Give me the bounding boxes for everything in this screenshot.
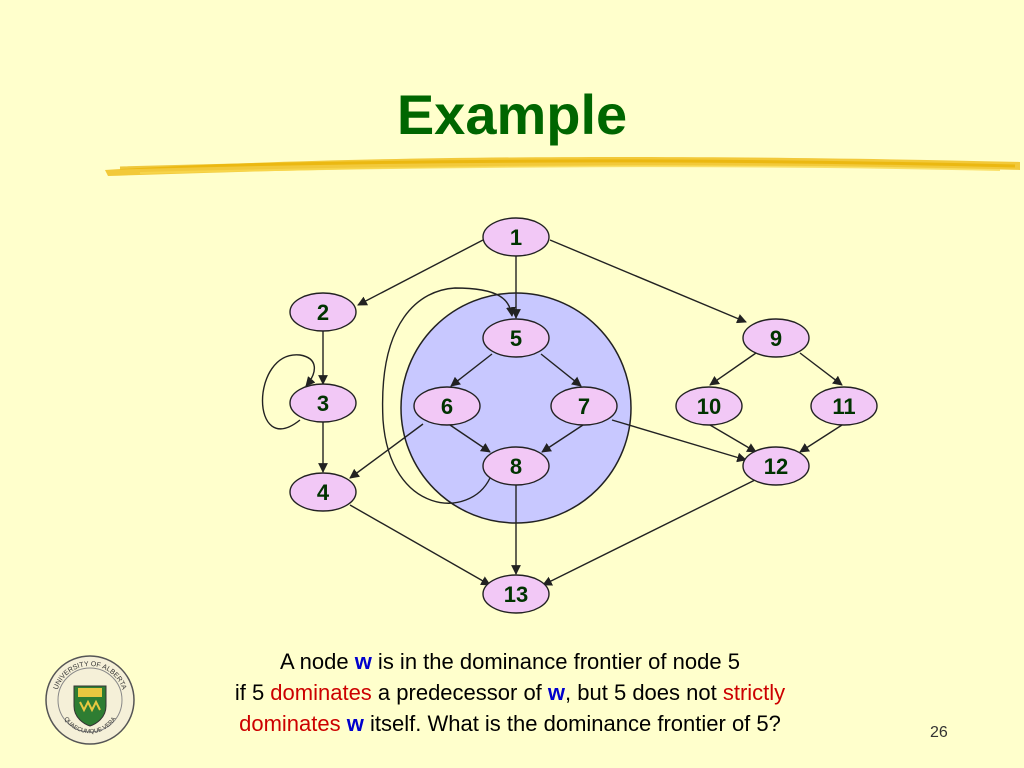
node-label: 9 (770, 326, 782, 351)
slide-title: Example (396, 83, 628, 146)
edge-11-12 (799, 424, 843, 453)
edge-7-12 (611, 419, 747, 463)
var-w: w (547, 680, 566, 705)
edge-1-2 (357, 239, 484, 306)
university-crest-icon: UNIVERSITY OF ALBERTA QUAECUMQUE VERA (45, 655, 135, 745)
caption-text: A node w is in the dominance frontier of… (130, 646, 890, 739)
node-1: 1 (482, 217, 550, 257)
edge-9-11 (799, 352, 843, 386)
node-10: 10 (675, 386, 743, 426)
title-underline-brushstroke (105, 156, 1020, 176)
node-label: 1 (510, 225, 522, 250)
edge-12-13 (542, 479, 756, 586)
page-number: 26 (930, 724, 948, 741)
node-2: 2 (289, 292, 357, 332)
emph-strictly: strictly (722, 680, 786, 705)
node-11: 11 (810, 386, 878, 426)
caption-line-2: if 5 dominates a predecessor of w, but 5… (234, 680, 786, 705)
node-8: 8 (482, 446, 550, 486)
node-label: 13 (504, 582, 528, 607)
edge-7-8 (541, 424, 584, 453)
node-7: 7 (550, 386, 618, 426)
node-12: 12 (742, 446, 810, 486)
edge-8-5-back-edge (381, 287, 516, 504)
edge-1-9 (549, 239, 747, 324)
node-label: 7 (578, 394, 590, 419)
node-label: 12 (764, 454, 788, 479)
edge-5-7 (540, 353, 582, 387)
node-label: 11 (832, 394, 855, 419)
edge-10-12 (709, 424, 757, 453)
node-3: 3 (289, 383, 357, 423)
node-9: 9 (742, 318, 810, 358)
edge-6-4 (349, 423, 424, 479)
graph-nodes: 1 2 3 4 5 6 7 8 (289, 217, 878, 614)
node-6: 6 (413, 386, 481, 426)
edge-5-6 (450, 353, 493, 387)
caption-line-3: dominates w itself. What is the dominanc… (239, 711, 781, 736)
flow-graph: 1 2 3 4 5 6 7 8 (261, 217, 878, 614)
edge-4-13 (349, 504, 491, 586)
edge-6-8 (449, 424, 491, 453)
node-label: 3 (317, 391, 329, 416)
emph-dominates: dominates (239, 711, 341, 736)
graph-edges (261, 239, 843, 586)
node-label: 4 (317, 480, 330, 505)
caption-line-1: A node w is in the dominance frontier of… (280, 649, 740, 674)
edge-9-10 (709, 352, 757, 386)
node-label: 6 (441, 394, 453, 419)
emph-dominates: dominates (270, 680, 372, 705)
node-5: 5 (482, 318, 550, 358)
edge-3-3-self-loop (261, 354, 316, 430)
node-13: 13 (482, 574, 550, 614)
node-label: 8 (510, 454, 522, 479)
node-label: 2 (317, 300, 329, 325)
node-label: 10 (697, 394, 721, 419)
var-w: w (354, 649, 372, 674)
var-w: w (346, 711, 364, 736)
node-label: 5 (510, 326, 522, 351)
node-4: 4 (289, 472, 357, 512)
